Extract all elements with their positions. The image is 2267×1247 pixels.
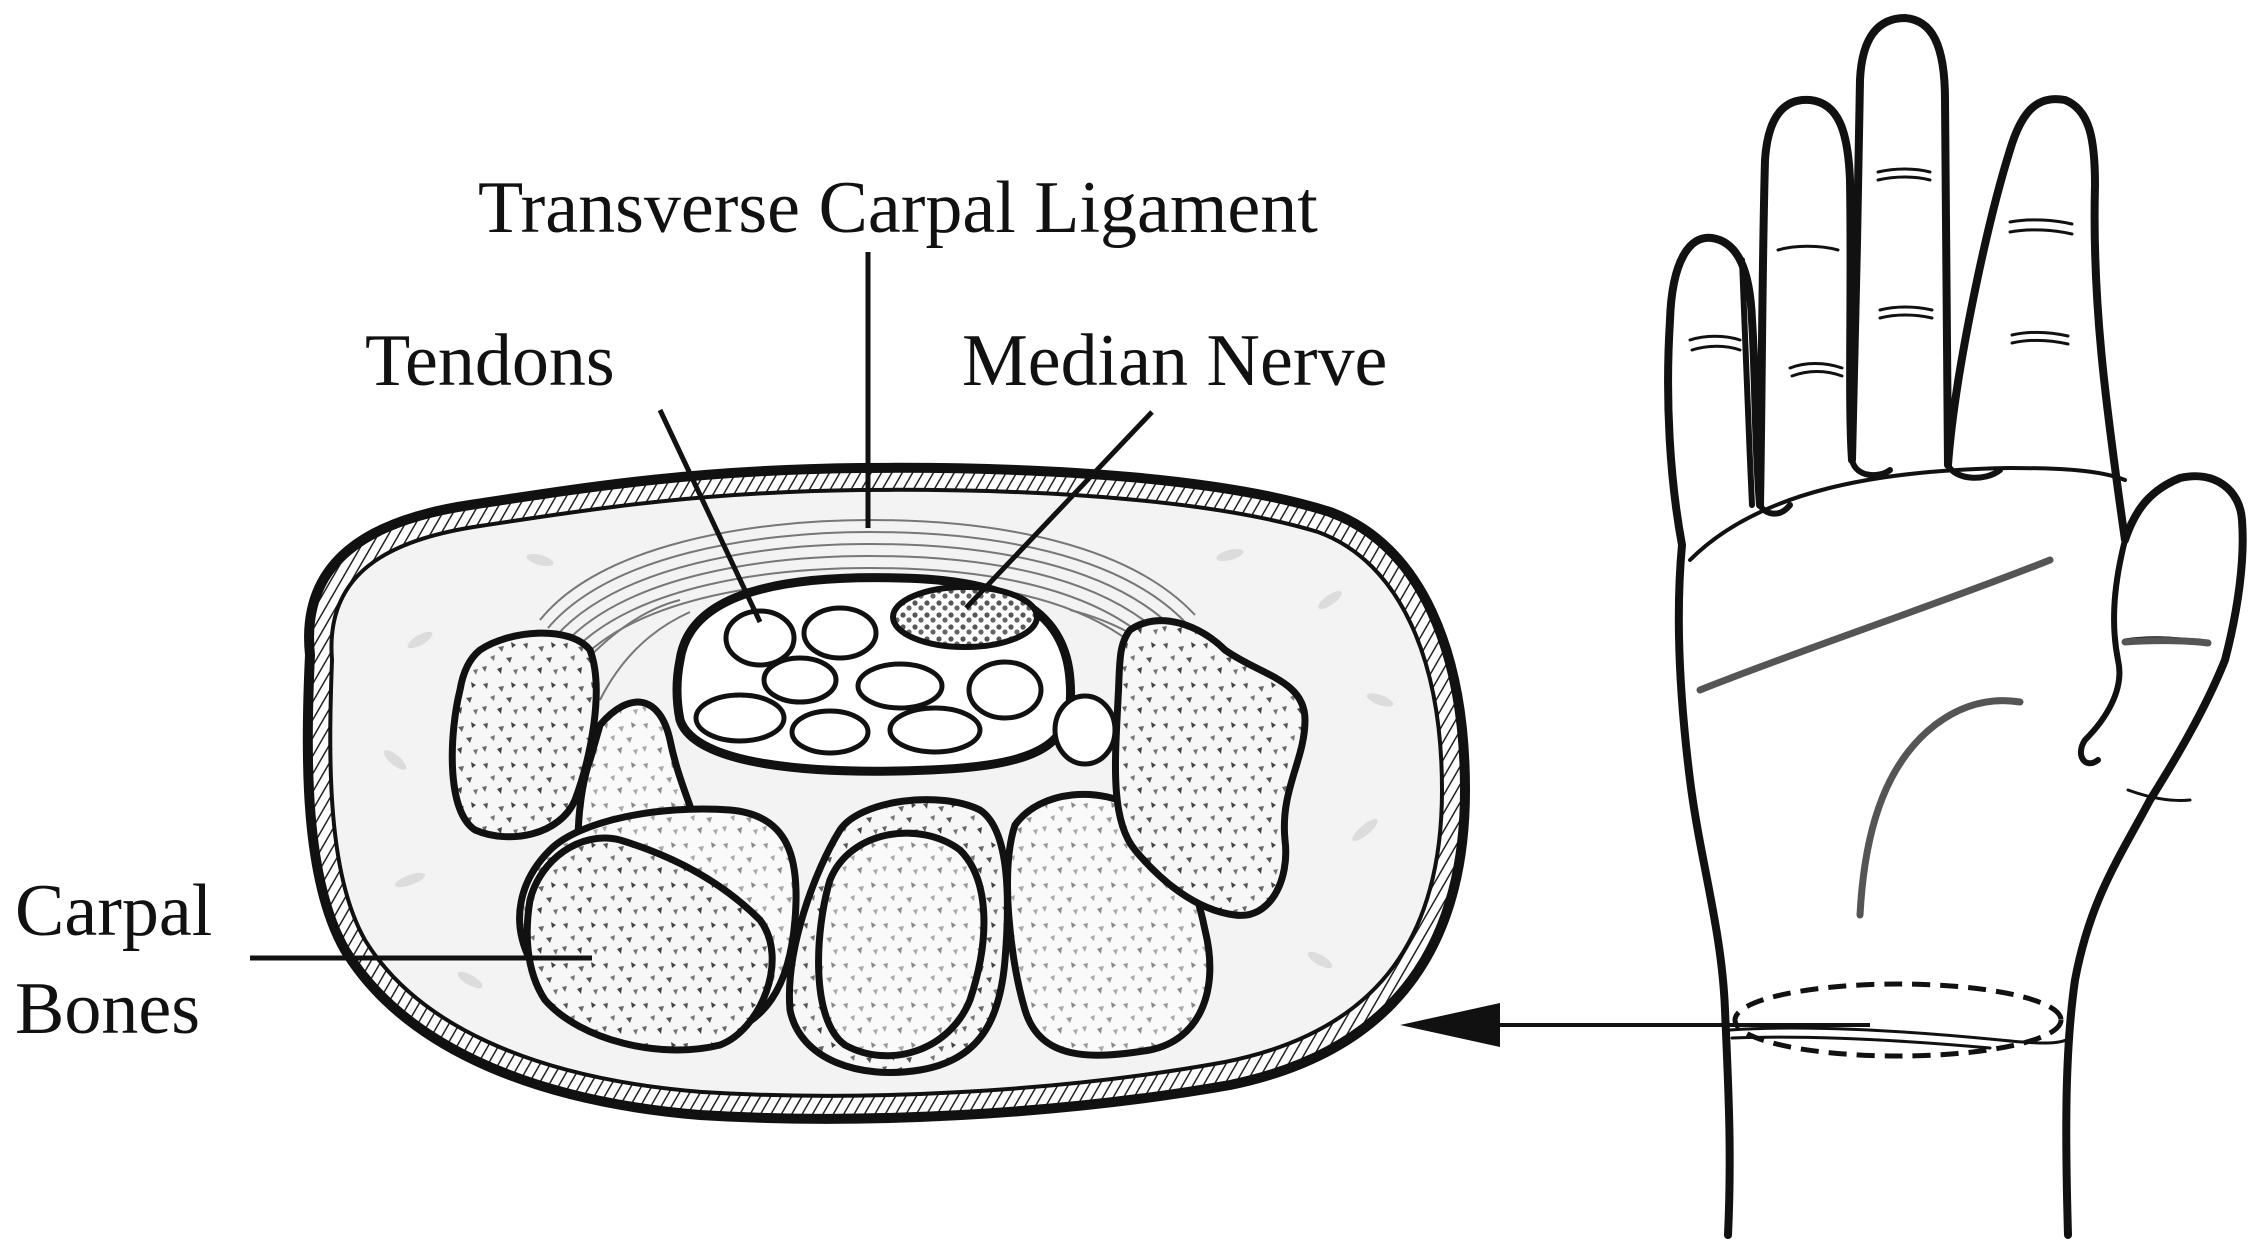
- median-nerve: [890, 584, 1040, 650]
- label-bones: Bones: [15, 968, 200, 1050]
- label-carpal: Carpal: [15, 870, 212, 952]
- palm-lines: [1696, 556, 2212, 919]
- label-median-nerve: Median Nerve: [962, 320, 1387, 402]
- tendon: [761, 655, 839, 705]
- wrist-crease-2: [1730, 1035, 1992, 1050]
- bone-capitate-overlap: [815, 829, 988, 1060]
- index-finger-inner: [1739, 257, 1755, 508]
- bone-trapezoid: [523, 834, 776, 1054]
- tendon: [1052, 693, 1118, 767]
- tendon: [723, 608, 797, 668]
- label-transverse-carpal-ligament: Transverse Carpal Ligament: [478, 167, 1318, 249]
- heart-line: [1696, 556, 2054, 694]
- tendons: [693, 605, 1044, 756]
- tendon: [693, 692, 787, 744]
- palm-crease-top: [1688, 466, 2127, 562]
- tendon: [887, 705, 983, 755]
- tendon: [789, 708, 871, 756]
- tendon: [855, 661, 945, 711]
- bone-scaphoid: [448, 629, 600, 841]
- section-marker: [1732, 981, 2064, 1059]
- median-nerve-leader: [964, 410, 1154, 610]
- transverse-carpal-ligament: [539, 518, 1196, 701]
- wrist-cross-section: [302, 462, 1471, 1124]
- life-line: [1856, 697, 2024, 919]
- wrist-crease: [1728, 1026, 2068, 1045]
- label-tendons: Tendons: [365, 320, 615, 402]
- arrowhead: [1400, 1003, 1500, 1047]
- tendon: [801, 605, 879, 661]
- tissue-texture: [383, 548, 1394, 989]
- tendons-leader: [657, 408, 763, 624]
- bone-pisiform: [1111, 617, 1309, 919]
- thumb-line: [2121, 637, 2212, 647]
- leader-lines: [250, 252, 1154, 961]
- index-finger-base: [1757, 502, 1793, 517]
- carpal-bones: [448, 617, 1309, 1076]
- hand-illustration: [1664, 14, 2247, 1239]
- finger-gap-2: [1849, 457, 1893, 479]
- section-arrow: [1400, 1003, 1870, 1047]
- tendon: [966, 659, 1044, 721]
- thumb-inner: [2077, 537, 2128, 767]
- hand-outline: [1664, 14, 2247, 1239]
